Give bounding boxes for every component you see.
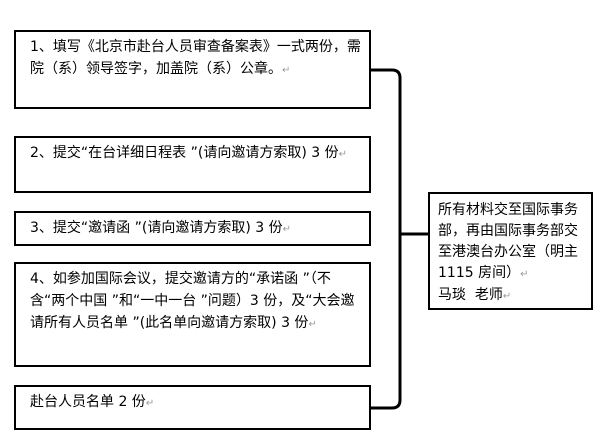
paragraph-mark-icon: ↵ <box>520 269 529 280</box>
step-4-text: 4、如参加国际会议，提交邀请方的“承诺函 ”（不含“两个中国 ”和“一中一台 ”… <box>30 271 355 331</box>
step-1-box: 1、填写《北京市赴台人员审查备案表》一式两份，需院（系）领导签字，加盖院（系）公… <box>14 30 371 109</box>
step-2-box: 2、提交“在台详细日程表 ”(请向邀请方索取) 3 份↵ <box>14 136 371 193</box>
step-1-text: 1、填写《北京市赴台人员审查备案表》一式两份，需院（系）领导签字，加盖院（系）公… <box>30 39 361 77</box>
step-5-box: 赴台人员名单 2 份↵ <box>14 385 371 430</box>
paragraph-mark-icon: ↵ <box>282 65 291 76</box>
step-3-box: 3、提交“邀请函 ”(请向邀请方索取) 3 份↵ <box>14 211 371 246</box>
paragraph-mark-icon: ↵ <box>338 149 347 160</box>
step-3-text: 3、提交“邀请函 ”(请向邀请方索取) 3 份 <box>30 220 283 236</box>
submission-destination-box: 所有材料交至国际事务部，再由国际事务部交至港澳台办公室（明主 1115 房间）↵… <box>428 192 593 310</box>
paragraph-mark-icon: ↵ <box>502 291 512 302</box>
destination-text: 所有材料交至国际事务部，再由国际事务部交至港澳台办公室（明主 1115 房间） <box>438 202 583 281</box>
step-5-text: 赴台人员名单 2 份 <box>30 394 146 410</box>
step-2-text: 2、提交“在台详细日程表 ”(请向邀请方索取) 3 份 <box>30 145 339 161</box>
paragraph-mark-icon: ↵ <box>145 398 155 409</box>
step-4-box: 4、如参加国际会议，提交邀请方的“承诺函 ”（不含“两个中国 ”和“一中一台 ”… <box>14 262 371 367</box>
paragraph-mark-icon: ↵ <box>282 224 291 235</box>
contact-teacher: 马琰 老师 <box>438 287 503 303</box>
paragraph-mark-icon: ↵ <box>308 319 317 330</box>
